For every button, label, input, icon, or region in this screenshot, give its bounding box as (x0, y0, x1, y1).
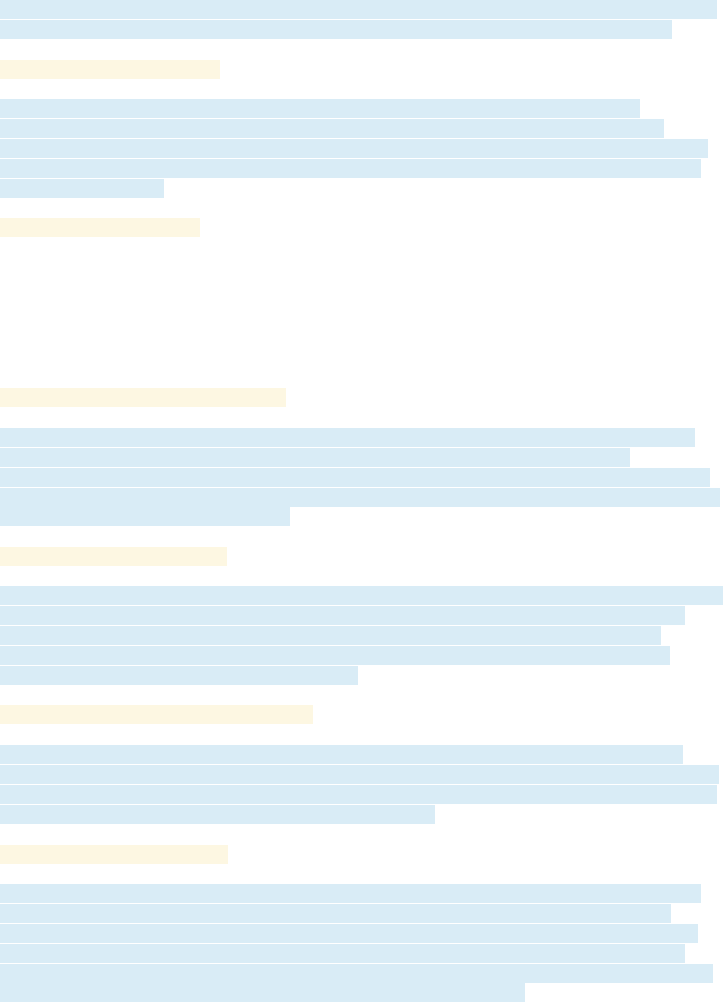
redacted-text-line (0, 468, 710, 487)
redacted-heading (0, 547, 227, 566)
redacted-text-line (0, 20, 672, 39)
redacted-text-line (0, 785, 717, 804)
redacted-text-line (0, 139, 708, 158)
redacted-text-line (0, 179, 164, 198)
redacted-text-line (0, 805, 435, 824)
redacted-text-line (0, 626, 661, 645)
redacted-text-line (0, 428, 695, 447)
redacted-text-line (0, 586, 723, 605)
redacted-text-line (0, 0, 717, 19)
redacted-text-line (0, 964, 713, 983)
redacted-text-line (0, 606, 685, 625)
redacted-text-line (0, 119, 664, 138)
redacted-text-line (0, 99, 640, 118)
redacted-text-line (0, 488, 720, 507)
redacted-heading (0, 388, 286, 407)
redacted-text-line (0, 924, 698, 943)
redacted-text-line (0, 745, 683, 764)
redacted-text-line (0, 507, 290, 526)
redacted-text-line (0, 159, 701, 178)
redacted-heading (0, 218, 200, 237)
redacted-heading (0, 705, 313, 724)
redacted-heading (0, 60, 220, 79)
redacted-text-line (0, 983, 525, 1002)
redacted-text-line (0, 646, 670, 665)
redacted-text-line (0, 944, 685, 963)
redacted-text-line (0, 666, 358, 685)
redacted-text-line (0, 884, 701, 903)
redacted-text-line (0, 448, 630, 467)
redacted-text-line (0, 765, 719, 784)
redacted-heading (0, 845, 228, 864)
redacted-text-line (0, 904, 671, 923)
